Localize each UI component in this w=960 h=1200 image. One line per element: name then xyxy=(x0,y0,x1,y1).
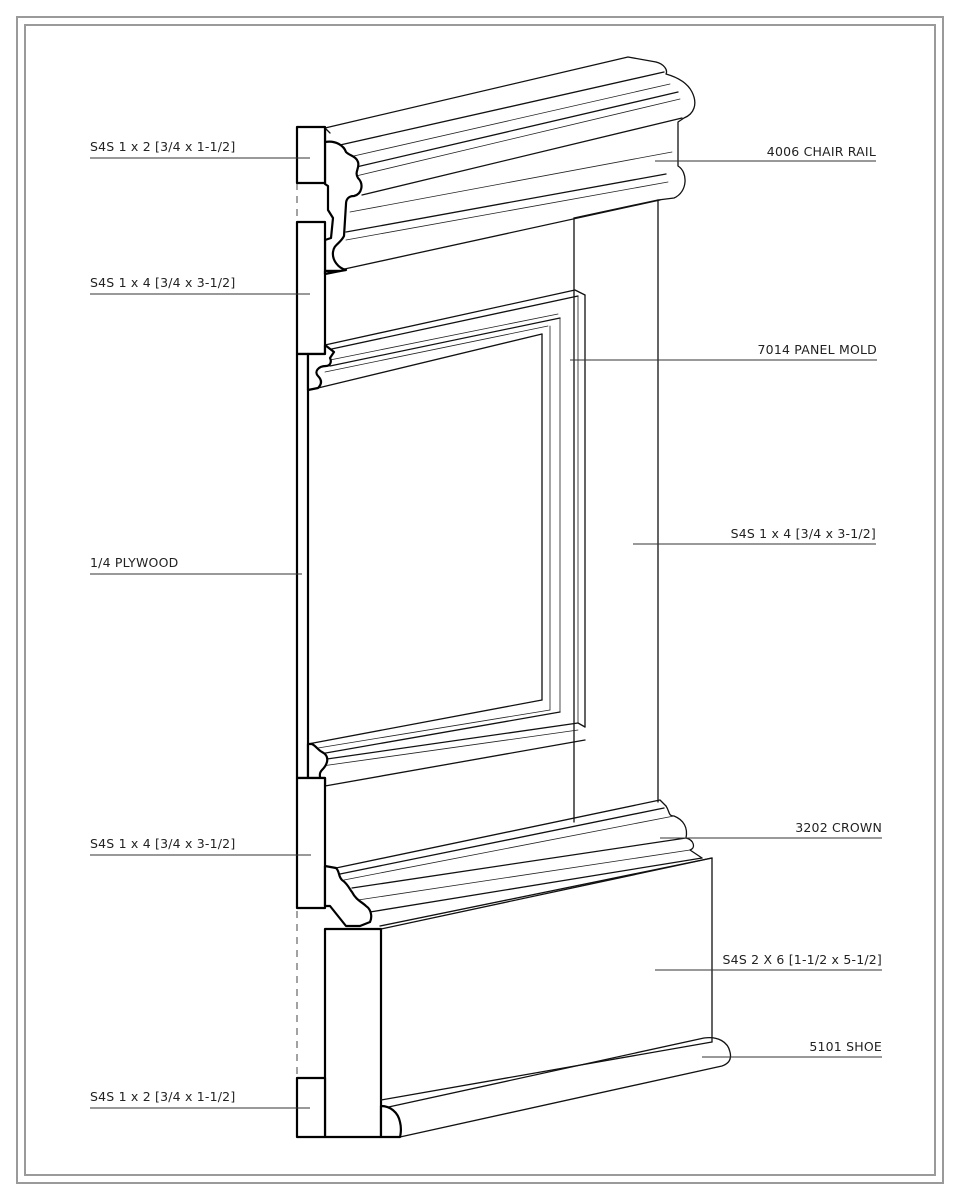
baseboard xyxy=(323,857,713,1139)
shoe-mold xyxy=(379,1036,732,1139)
chair-rail-section xyxy=(323,126,363,273)
label-upper-rail: S4S 1 x 4 [3/4 x 3-1/2] xyxy=(90,275,235,290)
label-bottom-nailer: S4S 1 x 2 [3/4 x 1-1/2] xyxy=(90,1089,235,1104)
leader-lines xyxy=(90,157,882,1109)
inner-border xyxy=(24,24,936,1176)
label-baseboard: S4S 2 X 6 [1-1/2 x 5-1/2] xyxy=(723,952,882,967)
plywood xyxy=(295,352,310,780)
callout-labels: S4S 1 x 2 [3/4 x 1-1/2] S4S 1 x 4 [3/4 x… xyxy=(90,139,882,1104)
bottom-nailer-section xyxy=(295,1076,327,1139)
label-stile: S4S 1 x 4 [3/4 x 3-1/2] xyxy=(731,526,876,541)
crown-mold xyxy=(323,799,713,928)
chair-rail xyxy=(323,56,696,273)
label-shoe: 5101 SHOE xyxy=(809,1039,882,1054)
panel-mold-top-section xyxy=(306,343,336,392)
wall-assembly xyxy=(295,56,732,1139)
label-chair-rail: 4006 CHAIR RAIL xyxy=(767,144,876,159)
crown-section xyxy=(323,864,373,928)
shoe-section xyxy=(379,1104,402,1139)
wall-stile xyxy=(573,199,659,823)
label-plywood: 1/4 PLYWOOD xyxy=(90,555,178,570)
panel-mold-top xyxy=(306,289,586,392)
top-nailer-section xyxy=(295,125,327,185)
baseboard-section xyxy=(323,927,383,1139)
lower-rail xyxy=(295,776,327,910)
plywood-section xyxy=(295,352,310,780)
outer-border xyxy=(16,16,944,1184)
label-crown: 3202 CROWN xyxy=(795,820,882,835)
raised-panel xyxy=(307,294,586,755)
label-top-nailer: S4S 1 x 2 [3/4 x 1-1/2] xyxy=(90,139,235,154)
label-lower-rail: S4S 1 x 4 [3/4 x 3-1/2] xyxy=(90,836,235,851)
upper-rail-section xyxy=(295,220,327,356)
lower-rail-section xyxy=(295,776,327,910)
panel-mold-bottom xyxy=(306,722,586,788)
label-panel-mold: 7014 PANEL MOLD xyxy=(758,342,877,357)
